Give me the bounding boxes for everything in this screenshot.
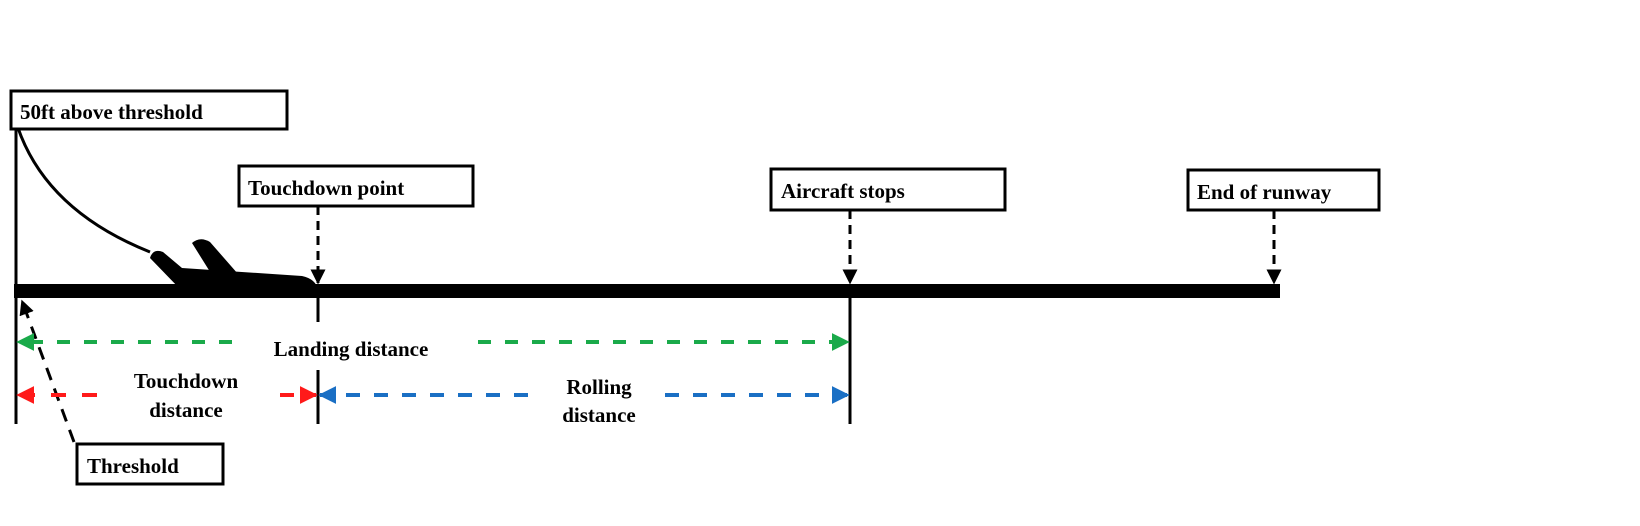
- svg-text:Touchdown point: Touchdown point: [248, 176, 404, 200]
- label-end-of-runway: End of runway: [1186, 168, 1381, 212]
- label-touchdown-point: Touchdown point: [237, 164, 475, 208]
- approach-path: [15, 124, 151, 254]
- svg-text:50ft above threshold: 50ft above threshold: [20, 100, 203, 124]
- label-50ft-above-threshold: 50ft above threshold: [9, 89, 289, 131]
- touchdown-distance-label-line1: Touchdown: [134, 369, 239, 393]
- svg-text:Threshold: Threshold: [87, 454, 179, 478]
- aircraft-icon: [150, 239, 318, 292]
- label-threshold: Threshold: [75, 442, 225, 486]
- svg-text:End of runway: End of runway: [1197, 180, 1332, 204]
- landing-distance-label: Landing distance: [274, 337, 429, 361]
- rolling-distance-label-line1: Rolling: [566, 375, 632, 399]
- runway: [14, 284, 1280, 298]
- touchdown-distance-label-line2: distance: [149, 398, 223, 422]
- svg-text:Aircraft stops: Aircraft stops: [781, 179, 905, 203]
- label-aircraft-stops: Aircraft stops: [769, 167, 1007, 212]
- rolling-distance-label-line2: distance: [562, 403, 636, 427]
- threshold-arrow: [19, 299, 76, 443]
